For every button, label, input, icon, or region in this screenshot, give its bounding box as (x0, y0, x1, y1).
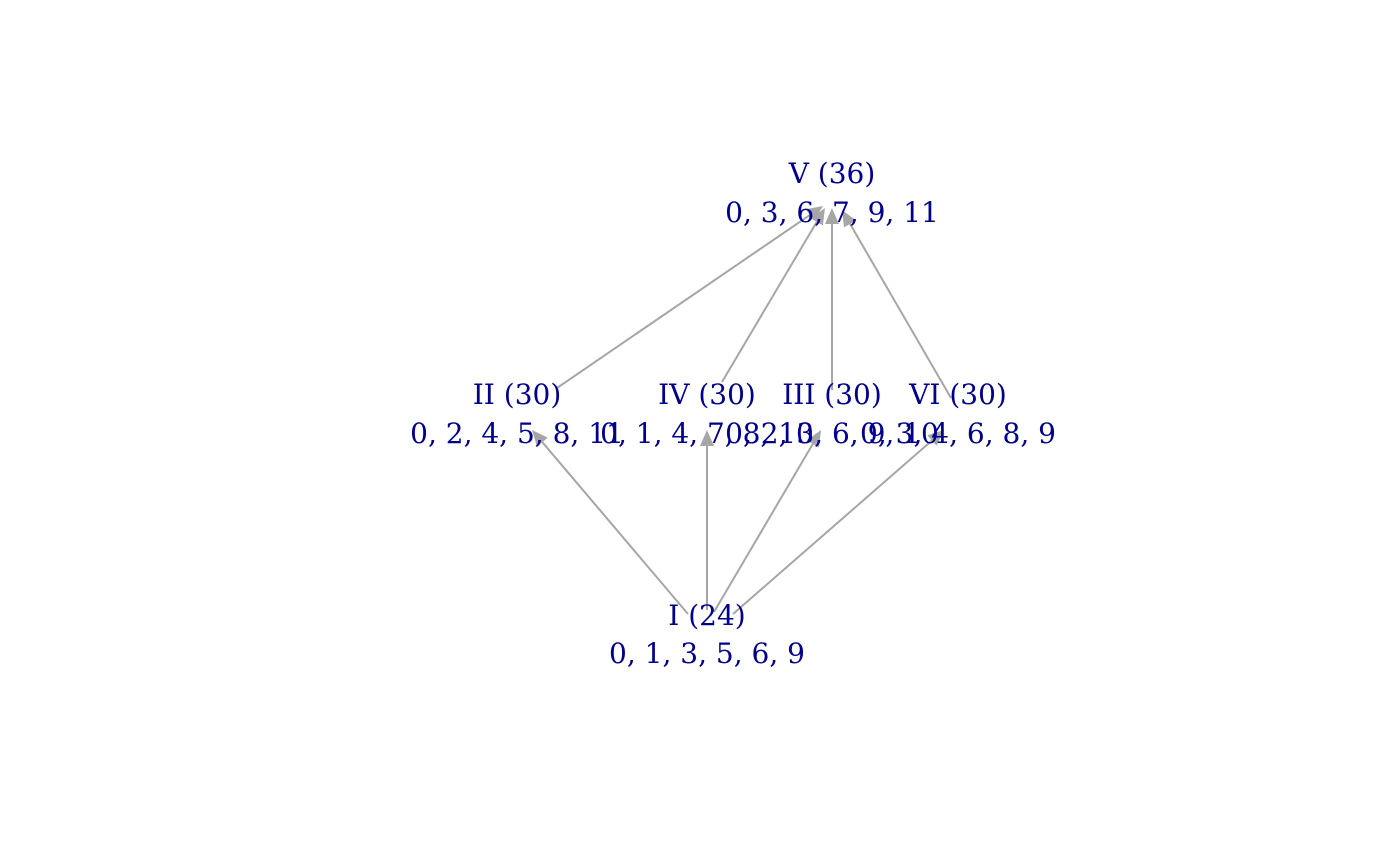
edge-I-to-II (541, 441, 689, 615)
node-III-members: 0, 2, 3, 6, 9, 10 (725, 417, 939, 450)
arrowhead-IV-to-V (810, 208, 825, 226)
edges-layer (532, 206, 952, 615)
edge-II-to-V (556, 214, 811, 389)
arrowhead-VI-to-V (842, 210, 857, 228)
node-VI-members: 0, 3, 4, 6, 8, 9 (860, 417, 1056, 450)
node-IV-members: 0, 1, 4, 7, 8, 10 (600, 417, 814, 450)
node-V-members: 0, 3, 6, 7, 9, 11 (725, 196, 939, 229)
arrowhead-I-to-II (532, 430, 548, 447)
edge-IV-to-V (721, 221, 818, 383)
node-V-title: V (36) (788, 157, 876, 190)
arrowhead-I-to-III (806, 430, 821, 448)
node-VI: VI (30) 0, 3, 4, 6, 8, 9 (860, 378, 1056, 450)
node-IV: IV (30) 0, 1, 4, 7, 8, 10 (600, 378, 814, 450)
edge-VI-to-V (849, 223, 952, 399)
edge-I-to-III (713, 443, 814, 613)
node-II: II (30) 0, 2, 4, 5, 8, 11 (410, 378, 624, 450)
node-V: V (36) 0, 3, 6, 7, 9, 11 (725, 157, 939, 229)
node-III: III (30) 0, 2, 3, 6, 9, 10 (725, 378, 939, 450)
node-I-title: I (24) (668, 599, 745, 632)
node-I: I (24) 0, 1, 3, 5, 6, 9 (609, 599, 805, 670)
node-II-members: 0, 2, 4, 5, 8, 11 (410, 417, 624, 450)
arrowhead-I-to-VI (927, 430, 944, 446)
arrowhead-III-to-V (825, 208, 839, 224)
arrowhead-I-to-IV (700, 430, 714, 446)
arrowhead-II-to-V (805, 206, 823, 221)
node-III-title: III (30) (782, 378, 882, 411)
edge-I-to-VI (732, 439, 933, 615)
node-I-members: 0, 1, 3, 5, 6, 9 (609, 637, 805, 670)
node-VI-title: VI (30) (908, 378, 1007, 411)
node-IV-title: IV (30) (658, 378, 756, 411)
node-II-title: II (30) (473, 378, 562, 411)
